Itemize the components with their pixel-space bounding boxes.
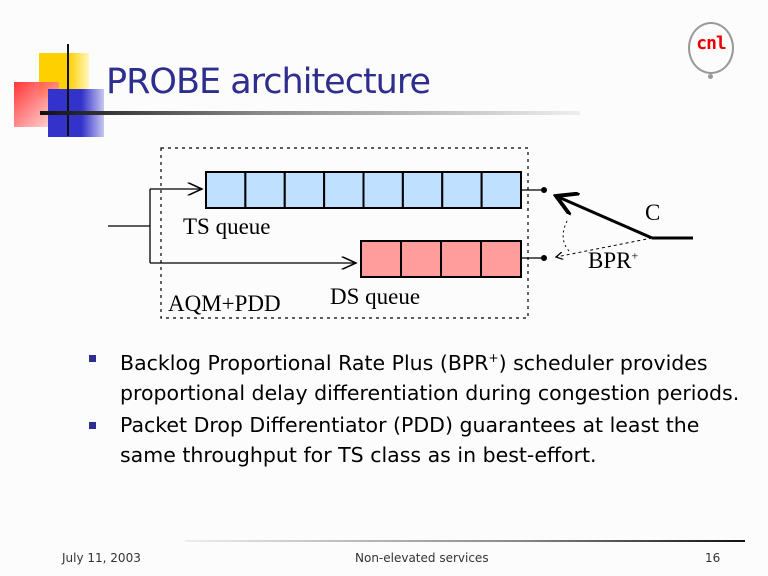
bullet-item: Backlog Proportional Rate Plus (BPR+) sc… [85,343,745,408]
bullet-text-cont: ) scheduler provides proportional delay … [120,350,740,405]
ds-output-node [541,255,547,261]
bullet-text: Backlog Proportional Rate Plus (BPR [120,350,489,375]
ts-output-node [541,187,547,193]
queue-cell [401,171,444,209]
queue-cell [480,240,522,278]
bullet-sup: + [488,351,499,365]
page-number: 16 [705,551,721,565]
bullet-text: Packet Drop Differentiator (PDD) guarant… [120,412,700,467]
scheduler-sup: + [631,248,639,263]
queue-cell [400,240,442,278]
bullet-icon [89,421,96,429]
title-ornament [0,40,580,140]
aqm-pdd-label: AQM+PDD [168,291,281,316]
queue-cell [244,171,286,209]
ts-queue-label: TS queue [183,214,271,239]
logo-text: cnl [696,33,727,54]
scheduler-name: BPR [588,248,632,273]
bullet-item: Packet Drop Differentiator (PDD) guarant… [85,410,745,470]
queue-cell [323,171,365,209]
queue-cell [360,240,402,278]
queue-cell [440,240,482,278]
aqm-pdd-box [160,147,529,319]
queue-cell [205,171,247,209]
queue-cell [441,171,483,209]
queue-cell [362,171,404,209]
queue-cell [480,171,522,209]
queue-cell [283,171,326,209]
ts-queue [205,171,522,209]
cnl-logo: cnl [688,20,734,80]
footer-date: July 11, 2003 [62,551,141,565]
slide-title: PROBE architecture [106,62,431,102]
scheduler-switch [556,196,653,240]
bullet-list: Backlog Proportional Rate Plus (BPR+) sc… [85,343,745,472]
link-capacity-label: C [645,200,661,225]
bullet-icon [89,355,96,362]
scheduler-label: BPR+ [588,248,638,274]
ds-queue [360,240,522,278]
ds-queue-label: DS queue [330,284,421,309]
footer-title: Non-elevated services [355,551,489,565]
footer-divider [185,540,745,542]
